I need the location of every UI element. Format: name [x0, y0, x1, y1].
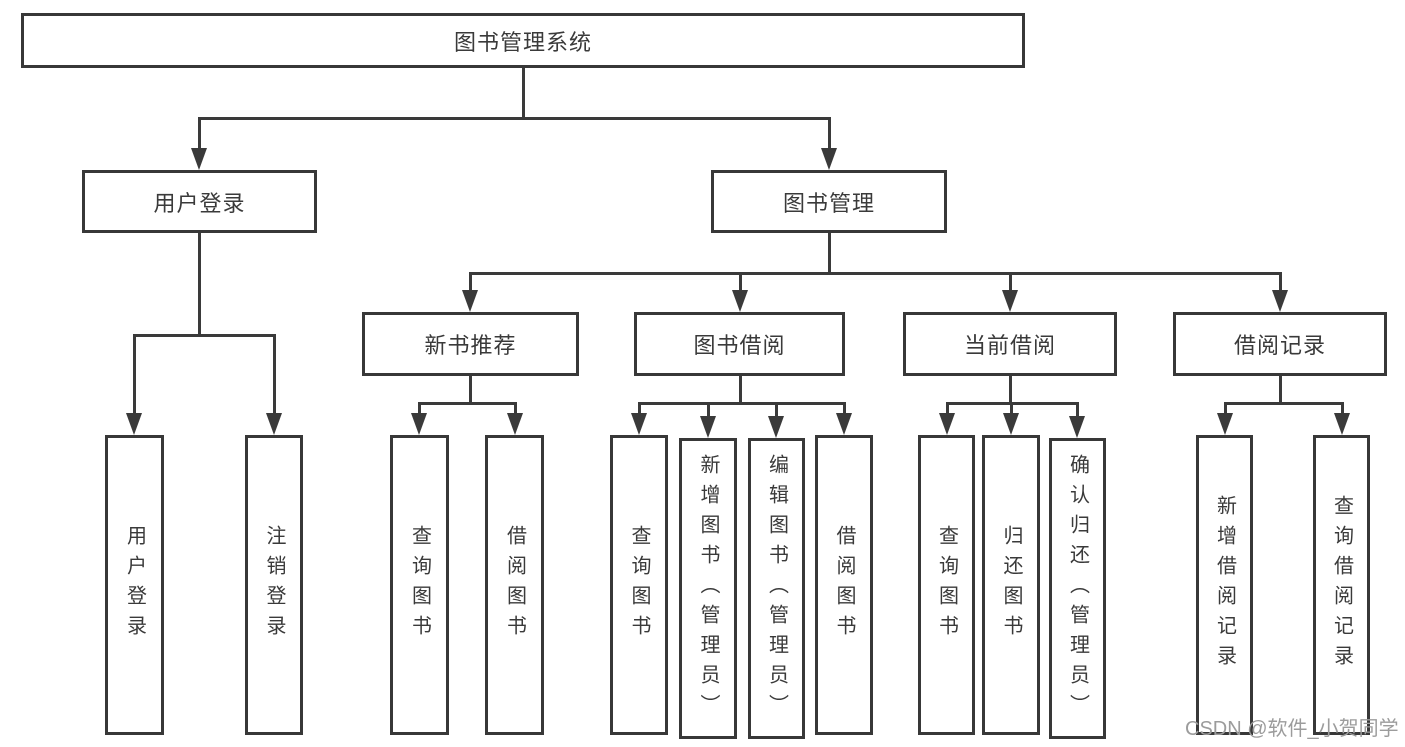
- connector-line: [468, 271, 1282, 275]
- connector-line: [1075, 403, 1079, 417]
- connector-line: [637, 403, 641, 414]
- arrow-down-icon: [768, 416, 784, 438]
- node-current-borrow: 当前借阅: [903, 312, 1117, 376]
- arrow-down-icon: [732, 290, 748, 312]
- connector-line: [513, 403, 517, 414]
- connector-line: [706, 403, 710, 417]
- leaf-query-book-recommend: 查询图书: [390, 435, 449, 735]
- leaf-label: 确认归还（管理员）: [1066, 453, 1089, 724]
- connector-line: [468, 376, 472, 403]
- connector-line: [1223, 401, 1344, 405]
- connector-line: [842, 403, 846, 414]
- leaf-label: 新增图书（管理员）: [697, 453, 719, 724]
- arrow-down-icon: [700, 416, 716, 438]
- leaf-add-borrow-record: 新增借阅记录: [1196, 435, 1253, 735]
- connector-line: [197, 118, 201, 149]
- leaf-edit-book-admin: 编辑图书（管理员）: [748, 438, 805, 739]
- leaf-user-login: 用户登录: [105, 435, 164, 735]
- leaf-label: 归还图书: [1000, 525, 1022, 645]
- connector-line: [132, 333, 276, 337]
- connector-line: [1009, 403, 1013, 414]
- arrow-down-icon: [411, 413, 427, 435]
- watermark: CSDN @软件_小贺同学: [1185, 718, 1399, 740]
- arrow-down-icon: [836, 413, 852, 435]
- connector-line: [1008, 273, 1012, 291]
- connector-line: [637, 401, 846, 405]
- connector-line: [738, 376, 742, 403]
- arrow-down-icon: [462, 290, 478, 312]
- arrow-down-icon: [507, 413, 523, 435]
- leaf-label: 新增借阅记录: [1213, 495, 1236, 675]
- arrow-down-icon: [939, 413, 955, 435]
- connector-line: [827, 118, 831, 149]
- connector-line: [197, 116, 831, 120]
- connector-line: [945, 403, 949, 414]
- node-new-book-recommend: 新书推荐: [362, 312, 579, 376]
- arrow-down-icon: [1217, 413, 1233, 435]
- leaf-label: 借阅图书: [833, 525, 855, 645]
- leaf-query-borrow-record: 查询借阅记录: [1313, 435, 1370, 735]
- connector-line: [1008, 376, 1012, 403]
- arrow-down-icon: [1334, 413, 1350, 435]
- connector-line: [738, 273, 742, 291]
- leaf-label: 用户登录: [123, 525, 146, 645]
- leaf-borrow-book-recommend: 借阅图书: [485, 435, 544, 735]
- leaf-label: 查询借阅记录: [1330, 495, 1353, 675]
- leaf-label: 编辑图书（管理员）: [765, 453, 788, 724]
- connector-line: [1223, 403, 1227, 414]
- arrow-down-icon: [1272, 290, 1288, 312]
- connector-line: [1278, 273, 1282, 291]
- connector-line: [774, 403, 778, 417]
- leaf-label: 借阅图书: [503, 525, 526, 645]
- node-book-management: 图书管理: [711, 170, 947, 233]
- leaf-label: 注销登录: [263, 525, 285, 645]
- node-borrow-records: 借阅记录: [1173, 312, 1387, 376]
- node-book-borrow: 图书借阅: [634, 312, 845, 376]
- connector-line: [521, 68, 525, 118]
- leaf-label: 查询图书: [628, 525, 650, 645]
- arrow-down-icon: [821, 148, 837, 170]
- arrow-down-icon: [1003, 413, 1019, 435]
- arrow-down-icon: [126, 413, 142, 435]
- leaf-return-book: 归还图书: [982, 435, 1040, 735]
- connector-line: [468, 273, 472, 291]
- connector-line: [272, 335, 276, 414]
- connector-line: [827, 233, 831, 273]
- leaf-query-book-current: 查询图书: [918, 435, 975, 735]
- connector-line: [1278, 376, 1282, 403]
- leaf-query-book-borrow: 查询图书: [610, 435, 668, 735]
- arrow-down-icon: [631, 413, 647, 435]
- arrow-down-icon: [1069, 416, 1085, 438]
- leaf-label: 查询图书: [408, 525, 431, 645]
- leaf-logout: 注销登录: [245, 435, 303, 735]
- connector-line: [417, 401, 517, 405]
- leaf-label: 查询图书: [935, 525, 958, 645]
- leaf-borrow-book: 借阅图书: [815, 435, 873, 735]
- arrow-down-icon: [191, 148, 207, 170]
- connector-line: [132, 335, 136, 414]
- connector-line: [417, 403, 421, 414]
- arrow-down-icon: [266, 413, 282, 435]
- node-user-login: 用户登录: [82, 170, 317, 233]
- connector-line: [1340, 403, 1344, 414]
- arrow-down-icon: [1002, 290, 1018, 312]
- connector-line: [197, 233, 201, 335]
- leaf-add-book-admin: 新增图书（管理员）: [679, 438, 737, 739]
- leaf-confirm-return-admin: 确认归还（管理员）: [1049, 438, 1106, 739]
- node-root: 图书管理系统: [21, 13, 1025, 68]
